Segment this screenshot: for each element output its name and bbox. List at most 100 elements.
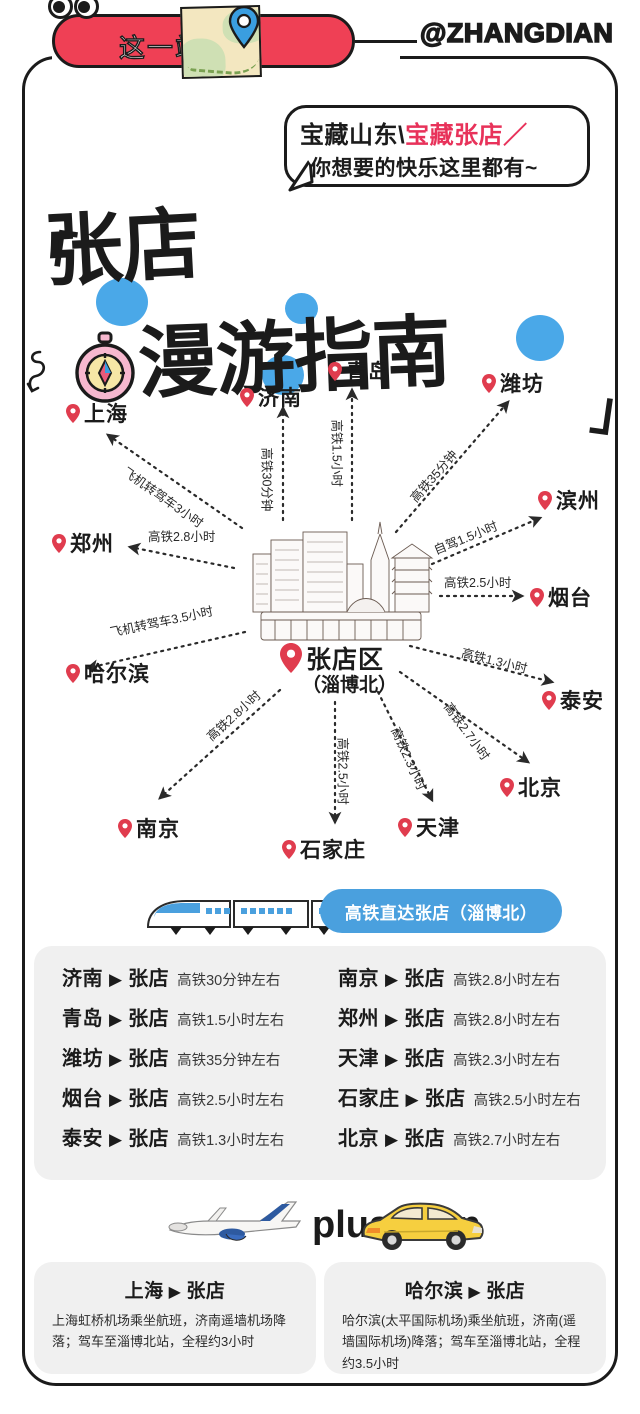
tagline-line1: 宝藏山东\宝藏张店／: [300, 115, 528, 150]
city-label: 济南: [258, 387, 302, 410]
map-pin-icon: [66, 403, 80, 423]
arrow-right-icon: ▶: [168, 1284, 182, 1301]
account-handle: @ZHANGDIAN: [419, 17, 614, 49]
city-label: 郑州: [70, 533, 114, 556]
air-transfer-icons: plus-icon: [0, 1192, 640, 1264]
table-row[interactable]: 烟台 ▶ 张店 高铁2.5小时左右: [34, 1082, 320, 1122]
table-row[interactable]: 南京 ▶ 张店 高铁2.8小时左右: [320, 962, 606, 1002]
map-pin-icon: [328, 361, 342, 381]
arrow-right-icon: ▶: [109, 1010, 123, 1029]
city-label: 滨州: [556, 490, 600, 513]
arrow-right-icon: ▶: [405, 1090, 419, 1109]
city-label: 上海: [84, 403, 128, 426]
tagline-red: 宝藏张店: [405, 122, 504, 149]
city-shanghai[interactable]: 上海: [66, 398, 128, 428]
city-nanjing[interactable]: 南京: [118, 813, 180, 843]
route-from: 哈尔滨: [404, 1281, 464, 1302]
arrow-right-icon: ▶: [109, 1050, 123, 1069]
train-banner-pill: 高铁直达张店（淄博北）: [320, 889, 562, 933]
city-label: 石家庄: [300, 839, 366, 862]
table-row[interactable]: 潍坊 ▶ 张店 高铁35分钟左右: [34, 1042, 320, 1082]
map-pin-icon: [52, 533, 66, 553]
city-taian[interactable]: 泰安: [542, 685, 604, 715]
city-zhengzhou[interactable]: 郑州: [52, 528, 114, 558]
map-pin-icon: [530, 587, 544, 607]
route-label-zhengzhou: 高铁2.8小时: [148, 530, 216, 544]
route-to: 张店: [186, 1281, 226, 1302]
route-duration: 高铁1.3小时左右: [177, 1133, 285, 1149]
tagline-slash-end: ／: [503, 122, 528, 149]
route-duration: 高铁2.7小时左右: [453, 1133, 561, 1149]
airplane-icon: [168, 1201, 302, 1241]
city-tianjin[interactable]: 天津: [398, 812, 460, 842]
city-jinan[interactable]: 济南: [240, 382, 302, 412]
train-banner: 高铁直达张店（淄博北）: [0, 883, 640, 945]
table-row[interactable]: 天津 ▶ 张店 高铁2.3小时左右: [320, 1042, 606, 1082]
route-duration: 高铁2.8小时左右: [453, 973, 561, 989]
route-label-qingdao: 高铁1.5小时: [329, 419, 344, 487]
city-binzhou[interactable]: 滨州: [538, 485, 600, 515]
city-beijing[interactable]: 北京: [500, 772, 562, 802]
city-weifang[interactable]: 潍坊: [482, 368, 544, 398]
route-to: 张店: [404, 968, 446, 990]
table-row[interactable]: 泰安 ▶ 张店 高铁1.3小时左右: [34, 1122, 320, 1162]
table-row[interactable]: 济南 ▶ 张店 高铁30分钟左右: [34, 962, 320, 1002]
map-pin-icon: [542, 690, 556, 710]
city-label: 北京: [518, 777, 562, 800]
city-label: 哈尔滨: [84, 663, 150, 686]
table-row[interactable]: 北京 ▶ 张店 高铁2.7小时左右: [320, 1122, 606, 1162]
bubble-tail-icon: [288, 160, 314, 192]
map-pin-icon: [482, 373, 496, 393]
table-row[interactable]: 石家庄 ▶ 张店 高铁2.5小时左右: [320, 1082, 606, 1122]
frame-connector-line: [355, 40, 417, 43]
accent-dot-icon: [285, 293, 318, 324]
arrow-right-icon: ▶: [109, 1130, 123, 1149]
air-route-title: 上海▶张店: [34, 1276, 316, 1303]
route-duration: 高铁2.5小时左右: [473, 1093, 581, 1109]
map-pin-icon: [240, 387, 254, 407]
arrow-right-icon: ▶: [468, 1284, 482, 1301]
route-from: 青岛: [62, 1008, 103, 1030]
route-to: 张店: [128, 1088, 170, 1110]
city-shijiazhuang[interactable]: 石家庄: [282, 834, 366, 864]
arrow-right-icon: ▶: [385, 1050, 399, 1069]
accent-dot-icon: [96, 278, 148, 326]
air-route-card-harbin: 哈尔滨▶张店 哈尔滨(太平国际机场)乘坐航班，济南(遥墙国际机场)降落；驾车至淄…: [324, 1262, 606, 1374]
route-from: 南京: [338, 968, 379, 990]
arrow-right-icon: ▶: [385, 1130, 399, 1149]
route-from: 烟台: [62, 1088, 103, 1110]
city-yantai[interactable]: 烟台: [530, 582, 592, 612]
city-label: 南京: [136, 818, 180, 841]
route-label-yantai: 高铁2.5小时: [444, 576, 512, 590]
route-duration: 高铁30分钟左右: [177, 973, 281, 989]
map-pin-icon: [398, 817, 412, 837]
accent-dot-icon: [516, 315, 564, 361]
arrow-right-icon: ▶: [385, 1010, 399, 1029]
center-city-label: 张店区: [306, 646, 385, 674]
city-zhangdian-center[interactable]: 张店区: [280, 640, 384, 676]
map-pin-icon: [538, 490, 552, 510]
city-harbin[interactable]: 哈尔滨: [66, 658, 150, 688]
route-map: 上海 济南 青岛 潍坊 滨州 烟台 郑州 哈尔滨: [0, 350, 640, 880]
city-skyline-illustration: [252, 521, 434, 641]
route-from: 郑州: [338, 1008, 379, 1030]
route-from: 北京: [338, 1128, 379, 1150]
route-from: 石家庄: [338, 1088, 400, 1110]
route-to: 张店: [128, 1128, 170, 1150]
tagline-line2: 你想要的快乐这里都有~: [310, 157, 538, 180]
route-to: 张店: [128, 968, 170, 990]
route-label-shijiazhuang: 高铁2.5小时: [335, 737, 350, 805]
route-to: 张店: [424, 1088, 466, 1110]
map-pin-icon: [280, 643, 302, 673]
tagline-slash: \: [398, 122, 406, 149]
city-qingdao[interactable]: 青岛: [328, 356, 390, 386]
tagline-black: 宝藏山东: [300, 122, 398, 149]
yellow-car-icon: [362, 1202, 484, 1250]
table-row[interactable]: 郑州 ▶ 张店 高铁2.8小时左右: [320, 1002, 606, 1042]
route-to: 张店: [404, 1048, 446, 1070]
table-row[interactable]: 青岛 ▶ 张店 高铁1.5小时左右: [34, 1002, 320, 1042]
route-to: 张店: [128, 1008, 170, 1030]
city-label: 潍坊: [500, 373, 544, 396]
air-route-card-shanghai: 上海▶张店 上海虹桥机场乘坐航班，济南遥墙机场降落；驾车至淄博北站，全程约3小时: [34, 1262, 316, 1374]
